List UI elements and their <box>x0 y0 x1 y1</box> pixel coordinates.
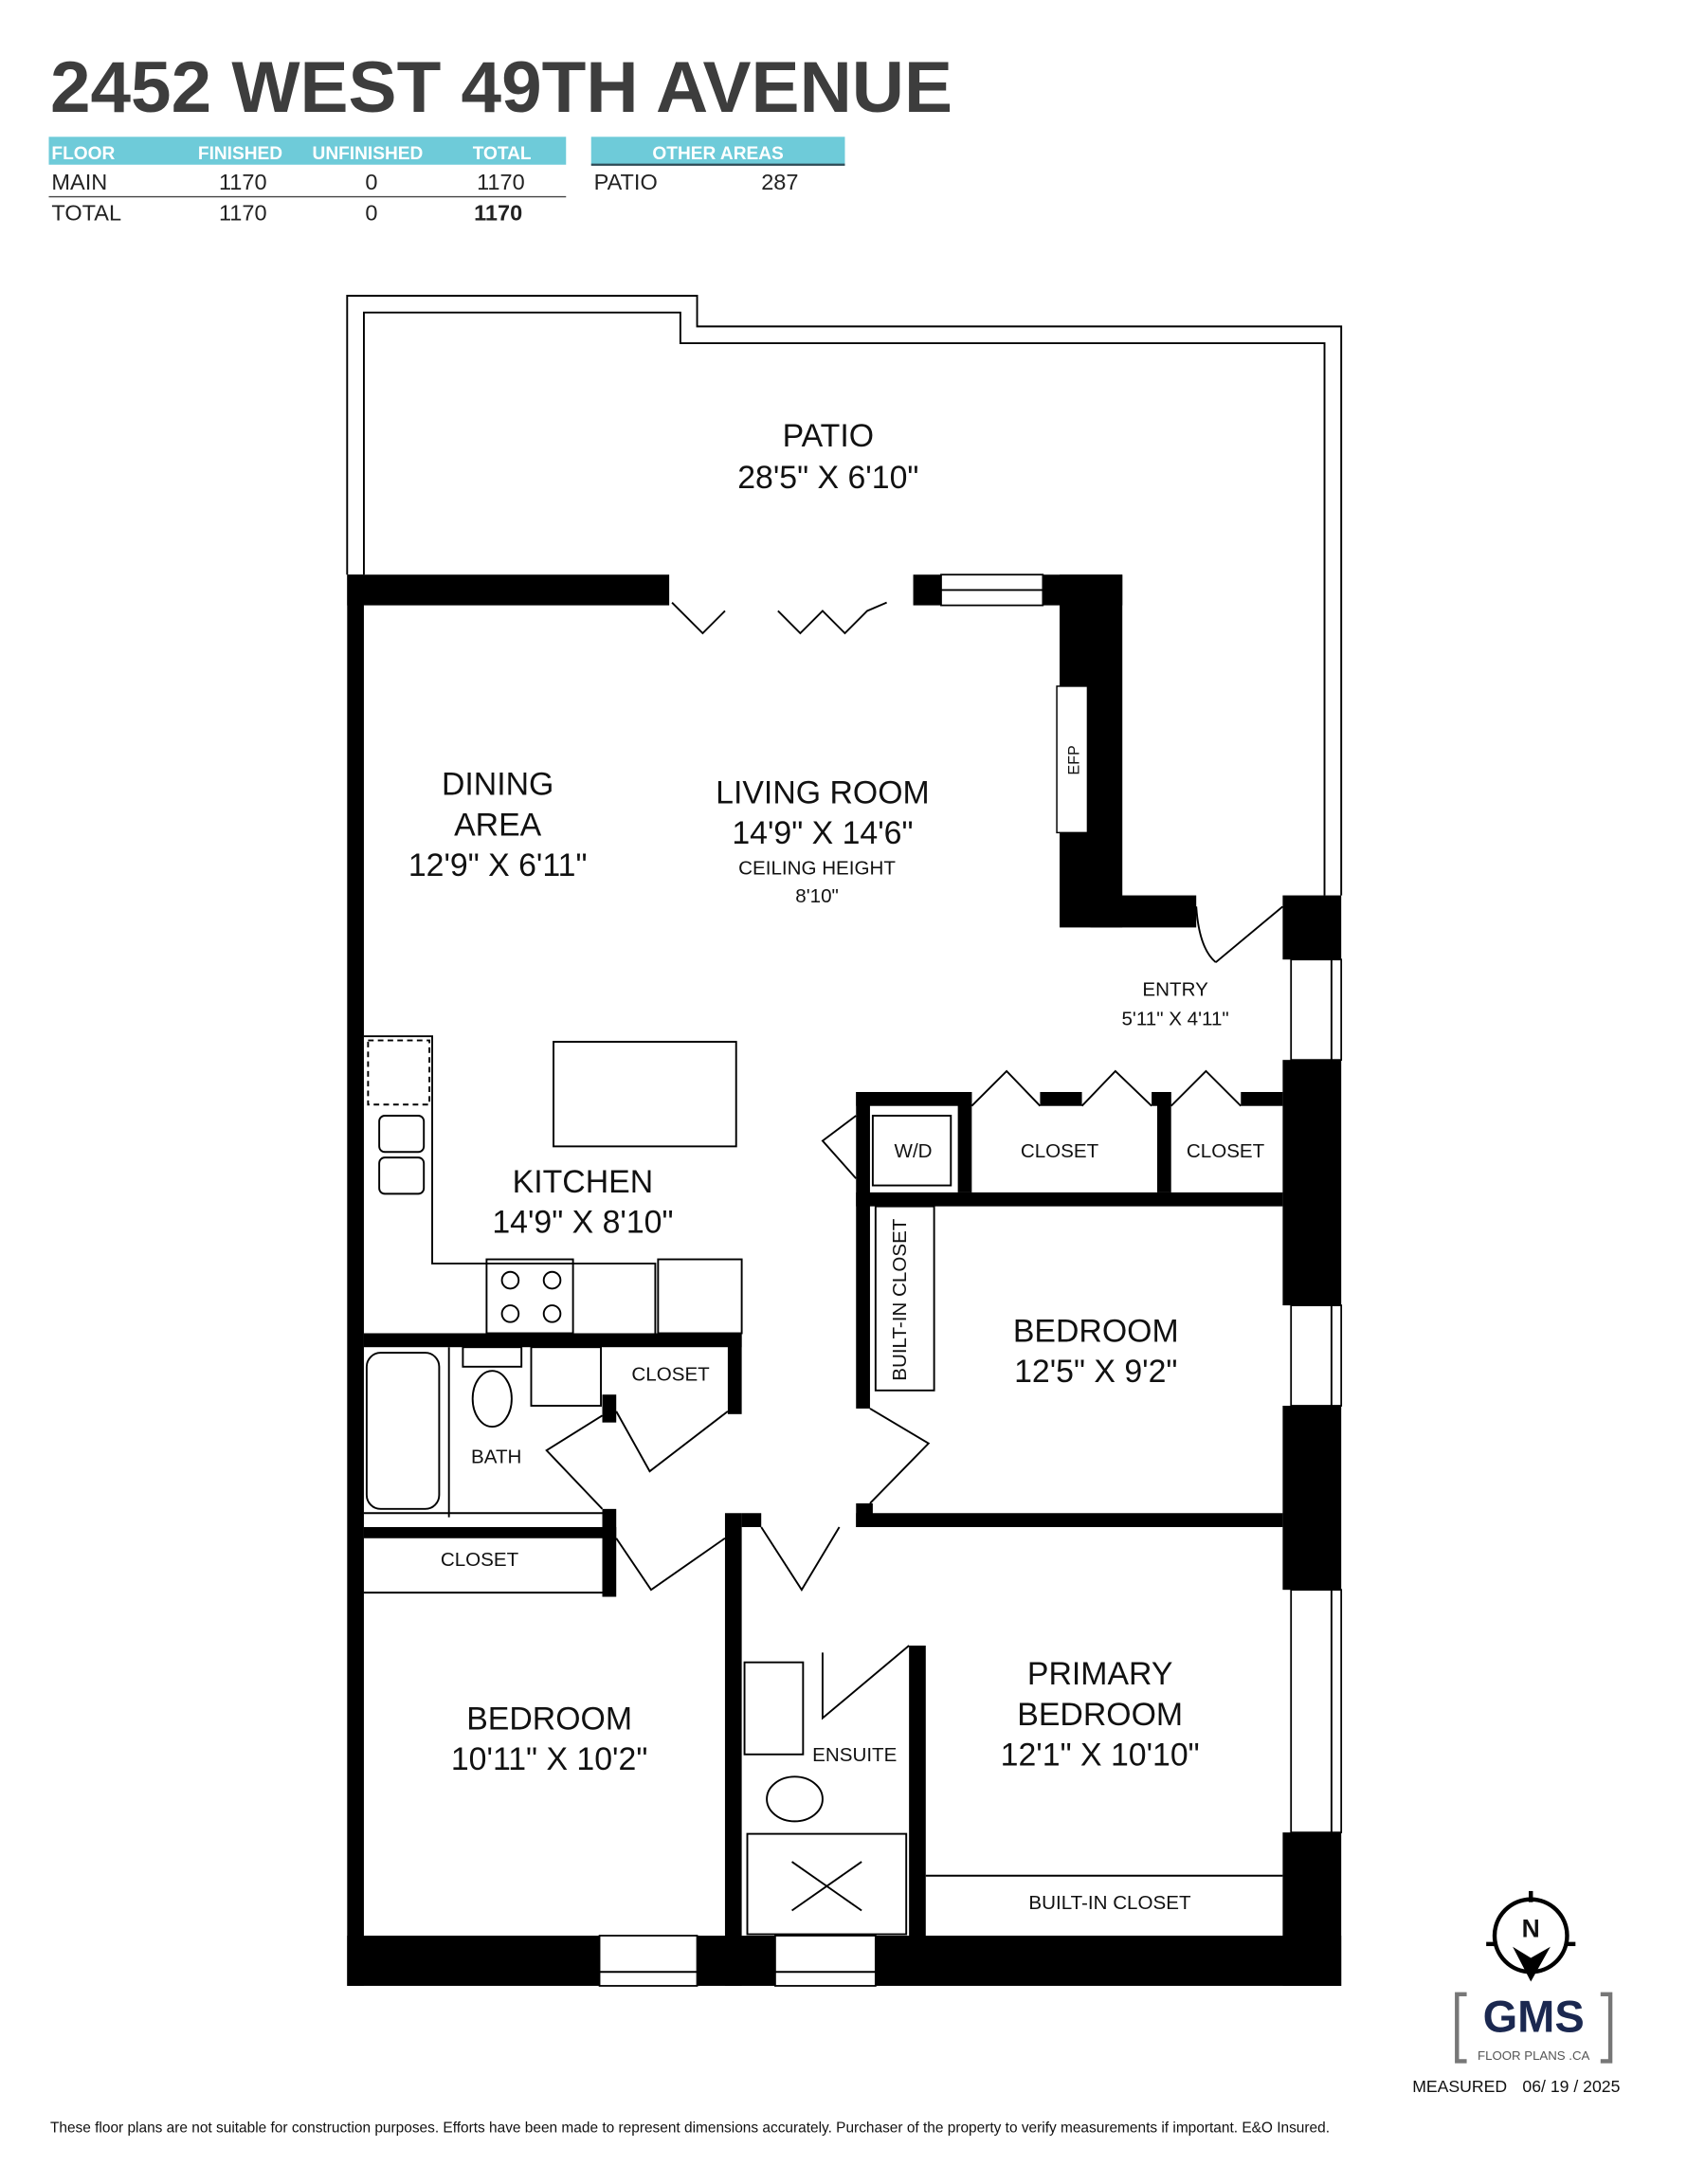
closet-label: CLOSET <box>1187 1140 1265 1162</box>
brand-sub: FLOOR PLANS .CA <box>1478 2048 1589 2063</box>
header-total: TOTAL <box>473 144 532 164</box>
kitchen-fixtures <box>363 1035 952 1392</box>
room-label-primary-2: BEDROOM <box>1017 1697 1183 1733</box>
header-finished: FINISHED <box>198 144 282 164</box>
ceiling-height-label: CEILING HEIGHT <box>738 858 896 880</box>
efp-label: EFP <box>1066 745 1083 774</box>
ensuite-sink-icon <box>743 1661 805 1756</box>
built-in-closet-label: BUILT-IN CLOSET <box>1028 1892 1191 1914</box>
built-in-closet-label: BUILT-IN CLOSET <box>889 1218 911 1381</box>
room-label-dining: DINING <box>442 767 553 803</box>
exterior-walls <box>347 573 1343 1987</box>
washer-dryer <box>871 1115 952 1187</box>
other-areas-header-bg <box>590 136 845 165</box>
cell: MAIN <box>51 170 107 194</box>
gms-logo: GMS FLOOR PLANS .CA <box>1455 1992 1613 2064</box>
bathtub-icon <box>365 1352 441 1510</box>
toilet-icon <box>471 1370 513 1429</box>
room-label-bedroom: BEDROOM <box>1013 1313 1179 1349</box>
room-dims-bedroom: 12'5" X 9'2" <box>1014 1354 1177 1390</box>
cell: TOTAL <box>51 201 121 226</box>
page-title: 2452 WEST 49TH AVENUE <box>50 47 952 128</box>
sink-icon <box>378 1115 426 1154</box>
room-label-ensuite: ENSUITE <box>812 1744 897 1766</box>
closet-label: CLOSET <box>441 1549 519 1571</box>
cell: 0 <box>365 170 377 194</box>
room-label-patio: PATIO <box>783 418 874 454</box>
room-label-dining-2: AREA <box>454 807 542 843</box>
header-floor: FLOOR <box>51 144 115 164</box>
interior-walls <box>363 1092 1283 1986</box>
cell: 0 <box>365 201 377 226</box>
sink-icon <box>530 1346 602 1407</box>
built-in-closet-1 <box>874 1205 935 1392</box>
cell: PATIO <box>594 170 658 194</box>
room-dims-entry: 5'11" X 4'11" <box>1121 1008 1228 1029</box>
ceiling-height-value: 8'10" <box>795 885 839 907</box>
cell: 1170 <box>474 201 522 226</box>
room-dims-patio: 28'5" X 6'10" <box>737 460 918 496</box>
entry-door[interactable] <box>1195 905 1284 963</box>
room-label-entry: ENTRY <box>1142 978 1208 1000</box>
cell: 1170 <box>477 170 525 194</box>
area-table-header-bg <box>48 136 567 165</box>
ensuite-toilet-icon <box>766 1775 824 1823</box>
room-label-primary: PRIMARY <box>1027 1656 1173 1692</box>
north-label: N <box>1522 1914 1540 1942</box>
room-label-bedroom: BEDROOM <box>466 1701 632 1737</box>
bifold-door[interactable] <box>671 601 887 635</box>
area-table: FLOOR FINISHED UNFINISHED TOTAL MAIN 117… <box>48 136 567 226</box>
bath-fixtures <box>363 1346 1283 1936</box>
room-dims-primary: 12'1" X 10'10" <box>1001 1738 1200 1774</box>
closet-doors[interactable] <box>545 1069 1242 1720</box>
room-label-bath: BATH <box>471 1446 521 1467</box>
room-label-living: LIVING ROOM <box>716 774 930 810</box>
room-dims-dining: 12'9" X 6'11" <box>408 847 588 883</box>
room-dims-kitchen: 14'9" X 8'10" <box>492 1205 673 1241</box>
room-label-kitchen: KITCHEN <box>513 1164 653 1200</box>
header-other-areas: OTHER AREAS <box>652 144 783 164</box>
other-areas-table: OTHER AREAS PATIO 287 <box>590 136 845 194</box>
room-dims-living: 14'9" X 14'6" <box>732 815 913 851</box>
shower-icon <box>746 1832 908 1936</box>
fridge-icon <box>657 1258 743 1335</box>
room-dims-bedroom: 10'11" X 10'2" <box>451 1741 647 1777</box>
cell: 1170 <box>219 201 267 226</box>
closet-label: CLOSET <box>631 1364 710 1386</box>
cell: 287 <box>761 170 798 194</box>
closet-label: CLOSET <box>1021 1140 1099 1162</box>
header-unfinished: UNFINISHED <box>313 144 424 164</box>
brand-name: GMS <box>1483 1992 1585 2042</box>
stove-icon <box>485 1258 574 1335</box>
patio-outline <box>346 295 1343 896</box>
north-compass-icon: N <box>1486 1890 1576 1982</box>
kitchen-island <box>553 1041 737 1148</box>
fireplace <box>1056 685 1089 834</box>
disclaimer: These floor plans are not suitable for c… <box>50 2120 1330 2136</box>
measured-label: MEASURED <box>1412 2077 1507 2096</box>
cell: 1170 <box>219 170 267 194</box>
measured-date: 06/ 19 / 2025 <box>1522 2077 1620 2096</box>
wd-label: W/D <box>895 1140 933 1162</box>
